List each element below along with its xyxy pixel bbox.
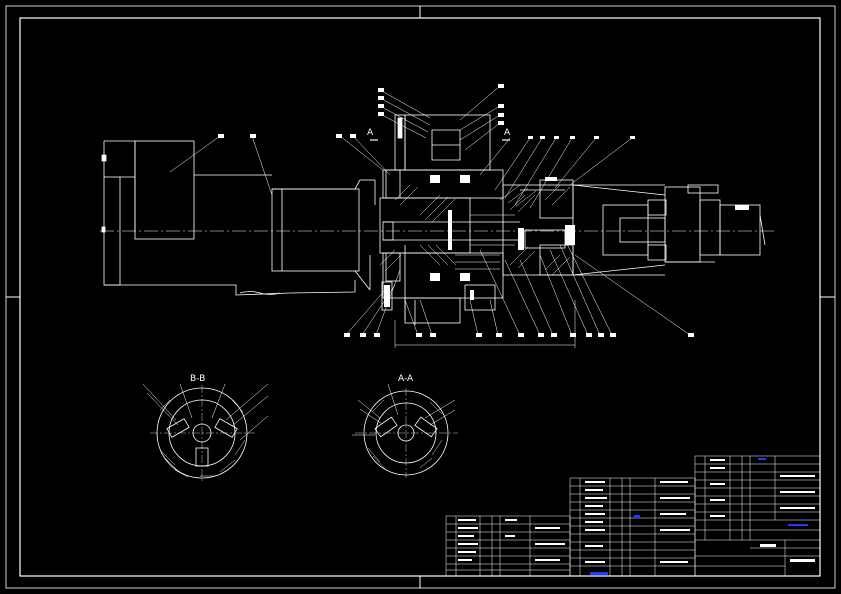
part-number-ticks bbox=[218, 84, 694, 337]
parts-list-middle bbox=[569, 477, 696, 577]
title-block bbox=[694, 455, 821, 577]
parts-list-left bbox=[445, 515, 571, 577]
section-mark-right: A bbox=[504, 128, 511, 138]
section-aa-title: A-A bbox=[398, 374, 414, 384]
leader-lines bbox=[169, 85, 691, 336]
gearbox-section bbox=[379, 114, 537, 325]
reducer-housing bbox=[271, 179, 376, 291]
drawing-border bbox=[5, 5, 836, 589]
motor-housing bbox=[101, 140, 356, 296]
table-text-marks bbox=[458, 459, 815, 563]
section-view-bb: B-B bbox=[142, 374, 269, 482]
highlight-marks bbox=[590, 458, 808, 575]
output-housing bbox=[502, 177, 766, 276]
section-bb-title: B-B bbox=[190, 374, 205, 384]
section-view-aa: A-A bbox=[352, 374, 458, 478]
dimension-lines bbox=[394, 300, 576, 348]
section-mark-left: A bbox=[367, 128, 374, 138]
main-assembly-view bbox=[100, 114, 775, 348]
